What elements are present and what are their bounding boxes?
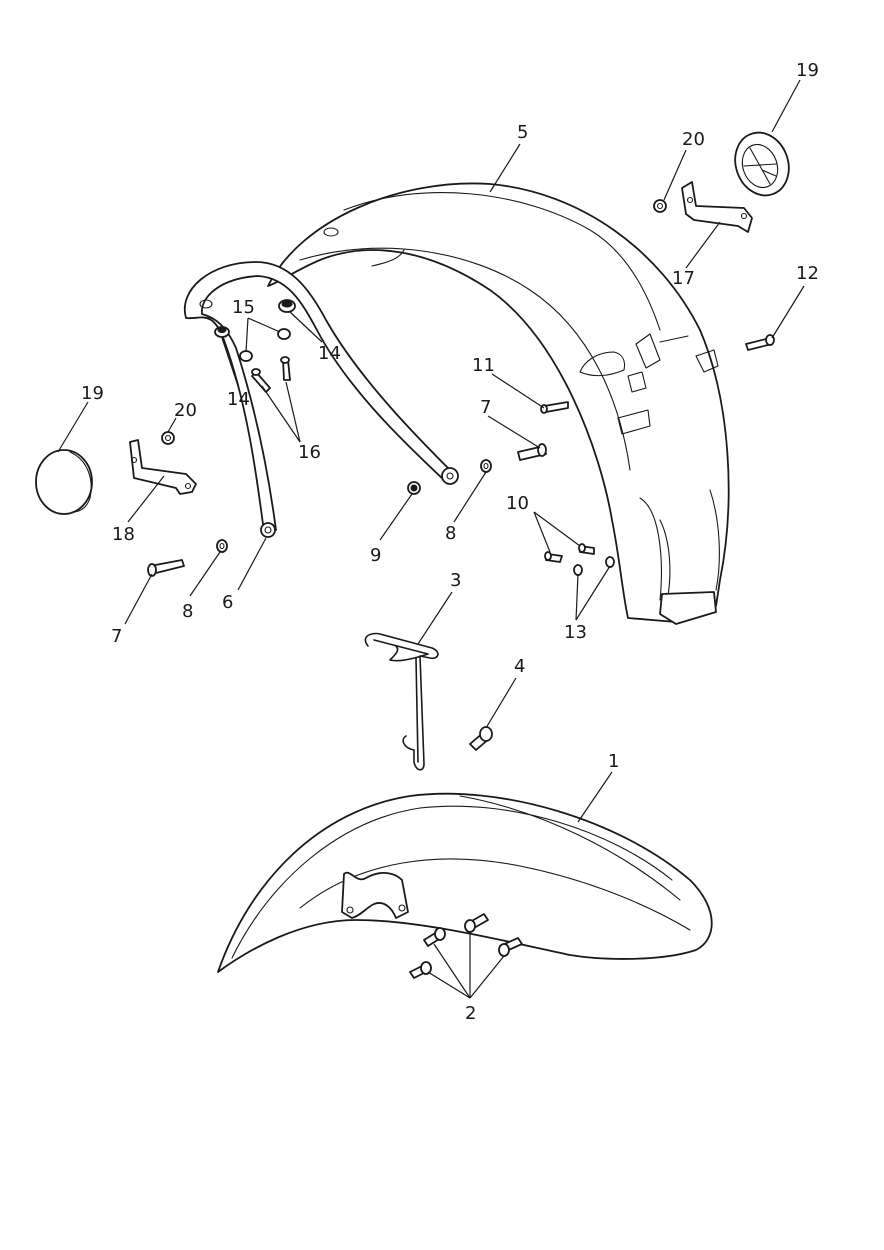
leader-lines [57,79,805,999]
hardware-nut-9 [407,481,421,495]
bolt-16a [251,368,271,393]
reflector-bracket-left [129,439,197,495]
hardware-nut-20b [653,199,667,213]
callout-19-right: 19 [796,60,819,81]
callout-16: 16 [298,442,321,463]
callout-14-left: 14 [227,389,250,410]
bolt-7-left [147,559,185,577]
hardware-nut-20a [161,431,175,445]
hardware-washer-8a [216,539,228,553]
front-mudguard [217,792,713,973]
callout-20-right: 20 [682,129,705,150]
callout-17: 17 [672,268,695,289]
reflector-bracket-right [681,181,753,233]
bolt-10b [578,543,595,555]
bolt-16b [280,356,291,381]
bolt-10a [544,551,563,563]
callout-6: 6 [222,592,233,613]
callout-11: 11 [472,355,495,376]
callout-5: 5 [517,122,528,143]
hardware-washer-13a [573,564,583,576]
hardware-grommet-14b [278,299,296,313]
callout-13: 13 [564,622,587,643]
bolt-11 [540,401,569,414]
callout-8-left: 8 [182,601,193,622]
bolt-2a [423,927,446,947]
callout-14-right: 14 [318,343,341,364]
bolt-2b [464,913,489,933]
callout-2: 2 [465,1003,476,1024]
hardware-grommet-14a [214,326,230,338]
bolt-12 [745,334,775,351]
hardware-spacer-15b [277,328,291,340]
callout-12: 12 [796,263,819,284]
hardware-washer-8b [480,459,492,473]
reflector-left [35,449,93,515]
mudguard-stay [183,261,459,538]
callout-labels: 1 2 3 4 5 6 7 7 8 8 9 10 11 12 13 14 14 … [81,60,819,1024]
callout-3: 3 [450,570,461,591]
hardware-washer-13b [605,556,615,568]
callout-19-left: 19 [81,383,104,404]
callout-8-right: 8 [445,523,456,544]
callout-10: 10 [506,493,529,514]
rear-mudguard [267,182,730,625]
callout-4: 4 [514,656,525,677]
callout-20-left: 20 [174,400,197,421]
callout-18: 18 [112,524,135,545]
callout-7-right: 7 [480,397,491,418]
callout-15: 15 [232,297,255,318]
bolt-2c [498,937,523,957]
hardware-spacer-15a [239,350,253,362]
cable-guide-bracket [364,632,439,771]
bolt-2d [409,961,432,979]
callout-1: 1 [608,751,619,772]
bolt-4 [469,726,493,751]
callout-7-left: 7 [111,626,122,647]
reflector-right [734,131,790,197]
bolt-7-right [517,443,547,461]
callout-9: 9 [370,545,381,566]
